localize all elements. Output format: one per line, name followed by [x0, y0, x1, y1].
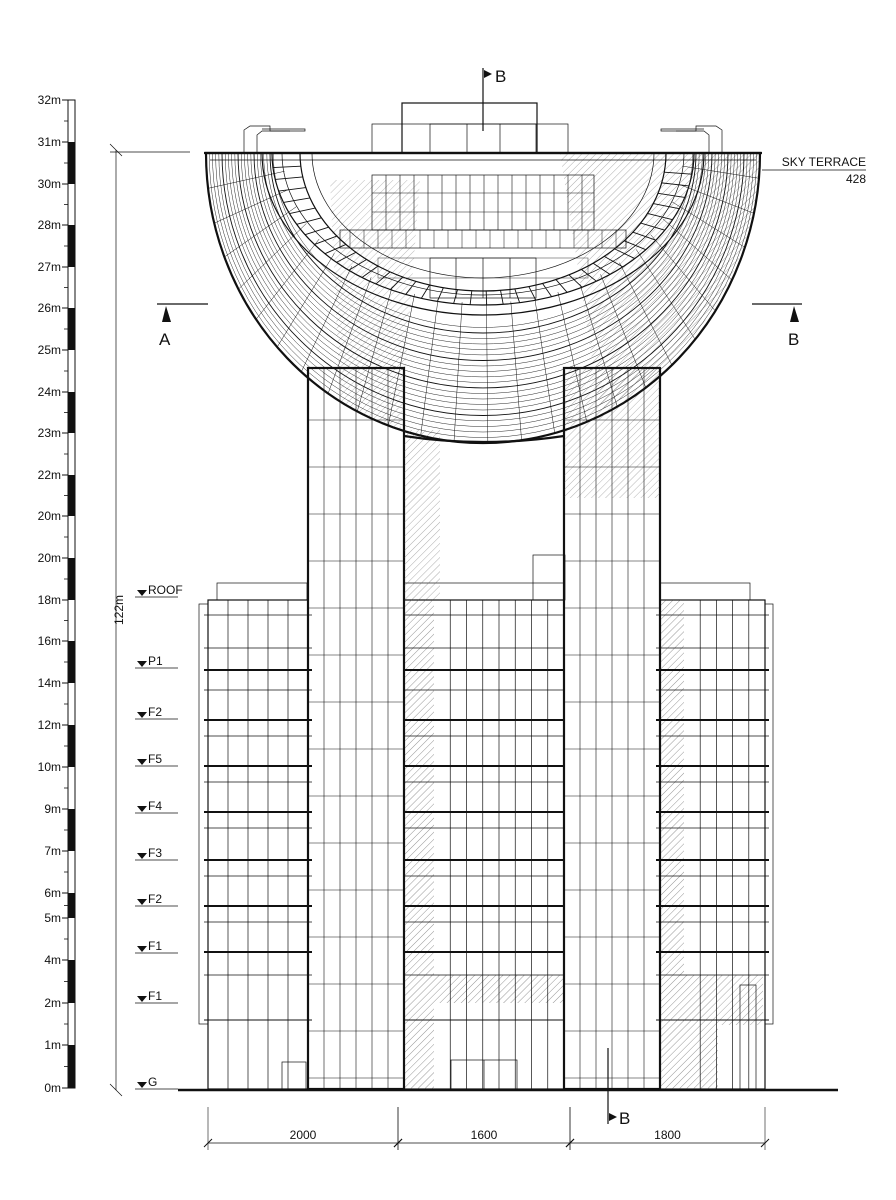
floor-level-label: F2 [148, 705, 162, 719]
dimension-label: 1800 [654, 1128, 681, 1142]
scale-label: 26m [38, 301, 61, 315]
dimension-chain: 2000 1600 1800 [203, 1107, 770, 1150]
sky-terrace-title: SKY TERRACE [782, 155, 866, 169]
floor-level-f1: F1 [135, 989, 178, 1004]
section-marker-bottom: B [607, 1048, 630, 1128]
floor-level-f3: F3 [135, 846, 178, 861]
scale-label: 7m [44, 844, 61, 858]
overall-height-label: 122m [112, 595, 126, 625]
section-letter-top: B [495, 67, 506, 86]
scale-label: 18m [38, 593, 61, 607]
floor-level-label: F1 [148, 939, 162, 953]
overall-height-dimension: 122m [109, 143, 190, 1097]
scale-label: 9m [44, 802, 61, 816]
sky-terrace-value: 428 [846, 172, 866, 186]
floor-level-label: ROOF [148, 583, 183, 597]
scale-label: 31m [38, 135, 61, 149]
podium-building [198, 554, 774, 1090]
dimension-label: 1600 [471, 1128, 498, 1142]
scale-label: 30m [38, 177, 61, 191]
floor-level-label: F5 [148, 752, 162, 766]
floor-level-g: G [135, 1075, 178, 1090]
floor-level-roof: ROOF [135, 583, 183, 598]
floor-level-f2: F2 [135, 892, 178, 907]
section-marker-top: B [482, 67, 506, 131]
floor-level-label: P1 [148, 654, 163, 668]
section-letter-right: B [788, 330, 799, 349]
scale-label: 27m [38, 260, 61, 274]
scale-label: 32m [38, 93, 61, 107]
scale-label: 24m [38, 385, 61, 399]
sky-terrace-annotation: SKY TERRACE 428 [762, 155, 866, 186]
scale-label: 6m [44, 886, 61, 900]
scale-bar: 32m 31m 30m 28m 27m 26m 25m 24m 23m 22m 20m 20m 18m 1… [38, 93, 76, 1095]
section-marker-left: A [157, 303, 208, 349]
scale-label: 12m [38, 718, 61, 732]
floor-level-label: F3 [148, 846, 162, 860]
scale-label: 1m [44, 1038, 61, 1052]
floor-level-label: F1 [148, 989, 162, 1003]
scale-label: 10m [38, 760, 61, 774]
scale-label: 23m [38, 426, 61, 440]
scale-label: 5m [44, 911, 61, 925]
floor-level-f5: F5 [135, 752, 178, 767]
floor-level-f4: F4 [135, 799, 178, 814]
scale-label: 20m [38, 551, 61, 565]
section-letter-bottom: B [619, 1109, 630, 1128]
floor-level-label: F4 [148, 799, 162, 813]
section-letter-left: A [159, 330, 171, 349]
floor-level-label: F2 [148, 892, 162, 906]
scale-label: 2m [44, 996, 61, 1010]
sky-terrace-bowl [204, 151, 762, 445]
scale-label: 14m [38, 676, 61, 690]
scale-label: 0m [44, 1081, 61, 1095]
scale-label: 4m [44, 953, 61, 967]
scale-label: 16m [38, 634, 61, 648]
scale-label: 20m [38, 509, 61, 523]
scale-label: 25m [38, 343, 61, 357]
floor-level-f1: F1 [135, 939, 178, 954]
dimension-label: 2000 [290, 1128, 317, 1142]
floor-level-p1: P1 [135, 654, 178, 669]
floor-level-label: G [148, 1075, 157, 1089]
scale-label: 22m [38, 468, 61, 482]
floor-level-f2: F2 [135, 705, 178, 720]
section-marker-right: B [752, 303, 802, 349]
scale-label: 28m [38, 218, 61, 232]
